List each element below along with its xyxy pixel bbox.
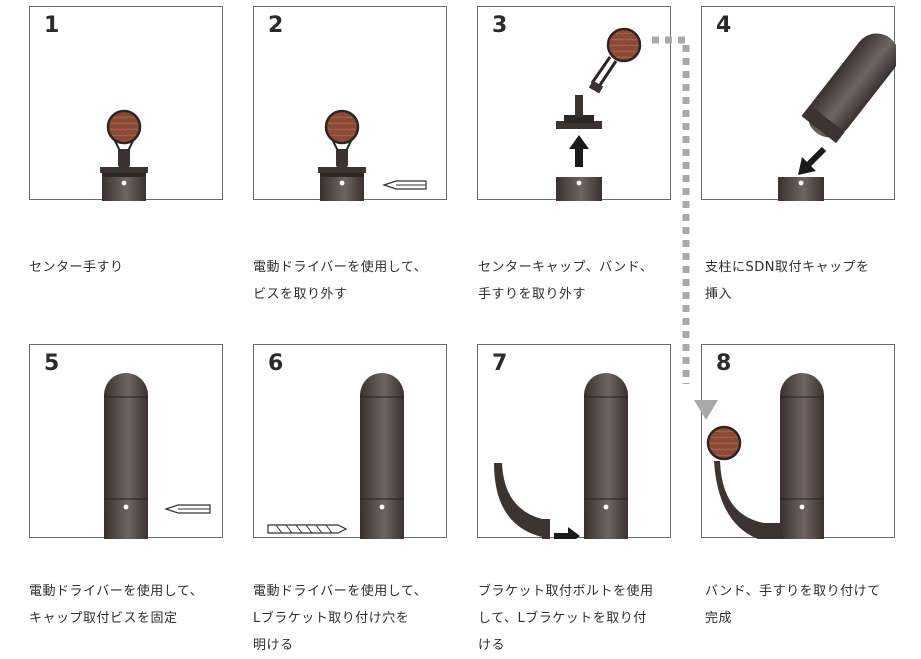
step-1-panel: 1 — [29, 6, 223, 201]
step-1-illustration — [100, 109, 148, 201]
step-3-illustration — [556, 27, 642, 201]
step-6-caption: 電動ドライバーを使用して、 Lブラケット取り付け穴を 明ける — [253, 584, 428, 653]
step-1-caption: センター手すり — [29, 260, 124, 275]
step-8-panel: 8 — [701, 344, 895, 539]
step-2-panel: 2 — [253, 6, 447, 201]
step-4-illustration — [778, 33, 896, 201]
step-number: 6 — [268, 351, 284, 376]
cap-icon — [556, 95, 602, 129]
bracket-icon — [494, 463, 550, 539]
step-8-caption: バンド、手すりを取り付けて 完成 — [705, 584, 881, 626]
step-5-panel: 5 — [29, 344, 223, 539]
step-2-caption: 電動ドライバーを使用して、 ビスを取り外す — [253, 260, 428, 302]
step-6-illustration — [267, 373, 404, 539]
step-number: 1 — [44, 13, 60, 38]
step-7-panel: 7 — [477, 344, 671, 539]
cap-icon — [801, 33, 896, 144]
step-3-panel: 3 — [477, 6, 671, 201]
step-number: 2 — [268, 13, 284, 38]
step-7-caption: ブラケット取付ボルトを使用 して、Lブラケットを取り付 ける — [478, 584, 654, 653]
step-5-illustration — [104, 373, 211, 539]
drill-bit-icon — [267, 524, 348, 534]
arrow-icon — [554, 527, 580, 539]
step-8-illustration — [706, 373, 824, 539]
step-number: 7 — [492, 351, 508, 376]
step-number: 3 — [492, 13, 508, 38]
step-4-caption: 支柱にSDN取付キャップを 挿入 — [705, 260, 870, 302]
step-3-caption: センターキャップ、バンド、 手すりを取り外す — [478, 260, 654, 302]
screwdriver-icon — [382, 180, 427, 190]
step-6-panel: 6 — [253, 344, 447, 539]
handrail-icon — [706, 425, 780, 539]
arrow-icon — [569, 135, 589, 167]
step-7-illustration — [494, 373, 628, 539]
step-number: 8 — [716, 351, 732, 376]
arrow-icon — [798, 146, 827, 175]
step-4-panel: 4 — [701, 6, 896, 201]
step-number: 4 — [716, 13, 732, 38]
step-number: 5 — [44, 351, 60, 376]
step-2-illustration — [318, 109, 427, 201]
screwdriver-icon — [164, 504, 211, 514]
step-5-caption: 電動ドライバーを使用して、 キャップ取付ビスを固定 — [29, 584, 204, 626]
